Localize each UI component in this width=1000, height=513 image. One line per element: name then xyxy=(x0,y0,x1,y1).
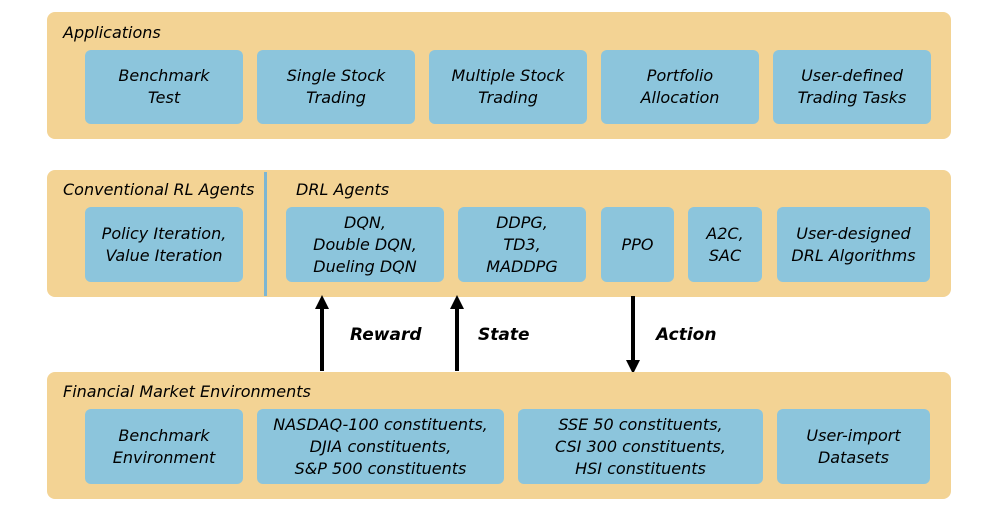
action-arrow xyxy=(626,296,640,374)
app-box-portfolio-allocation: Portfolio Allocation xyxy=(601,50,759,124)
app-box-benchmark-test: Benchmark Test xyxy=(85,50,243,124)
agent-box-dqn: DQN, Double DQN, Dueling DQN xyxy=(286,207,444,282)
app-box-user-defined-trading-tasks: User-defined Trading Tasks xyxy=(773,50,931,124)
agent-box-ppo: PPO xyxy=(601,207,674,282)
env-box-us-constituents: NASDAQ-100 constituents, DJIA constituen… xyxy=(257,409,504,484)
reward-label: Reward xyxy=(350,325,422,345)
state-arrow xyxy=(450,295,464,371)
state-label: State xyxy=(478,325,530,345)
reward-arrow xyxy=(315,295,329,371)
agents-divider xyxy=(264,172,267,296)
agent-box-policy-value-iteration: Policy Iteration, Value Iteration xyxy=(85,207,243,282)
drl-agents-title: DRL Agents xyxy=(296,180,390,199)
env-box-benchmark-environment: Benchmark Environment xyxy=(85,409,243,484)
app-box-multiple-stock-trading: Multiple Stock Trading xyxy=(429,50,587,124)
environments-title: Financial Market Environments xyxy=(63,382,311,401)
agent-box-ddpg: DDPG, TD3, MADDPG xyxy=(458,207,586,282)
env-box-china-hk-constituents: SSE 50 constituents, CSI 300 constituent… xyxy=(518,409,763,484)
applications-title: Applications xyxy=(63,23,161,42)
env-box-user-import-datasets: User-import Datasets xyxy=(777,409,930,484)
action-label: Action xyxy=(656,325,717,345)
conventional-agents-title: Conventional RL Agents xyxy=(63,180,255,199)
agent-box-a2c-sac: A2C, SAC xyxy=(688,207,762,282)
app-box-single-stock-trading: Single Stock Trading xyxy=(257,50,415,124)
agent-box-user-designed-drl: User-designed DRL Algorithms xyxy=(777,207,930,282)
